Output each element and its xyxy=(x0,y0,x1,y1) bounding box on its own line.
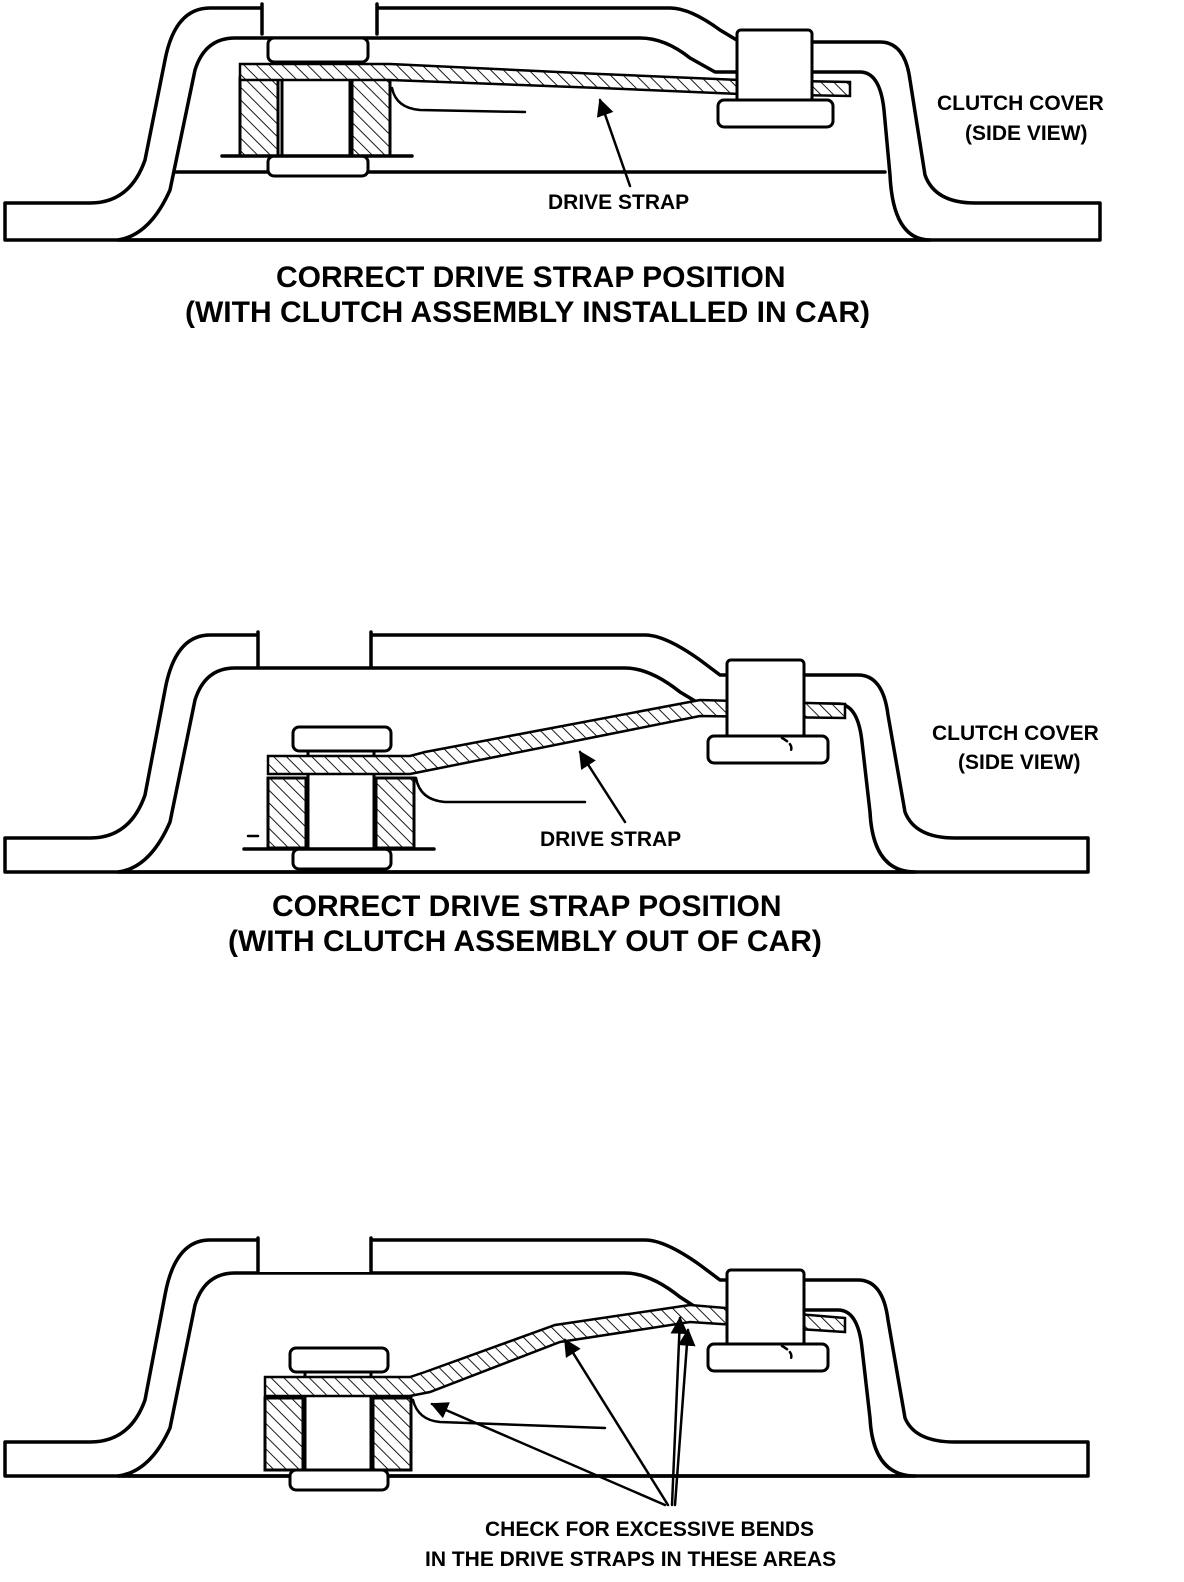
check-label-line1: CHECK FOR EXCESSIVE BENDS xyxy=(485,1518,814,1541)
strap-label: DRIVE STRAP xyxy=(540,828,681,851)
check-leaders xyxy=(430,1316,696,1507)
cover-label-line2: (SIDE VIEW) xyxy=(965,122,1088,145)
cover-label-line1: CLUTCH COVER xyxy=(932,722,1099,745)
cover-label-line1: CLUTCH COVER xyxy=(937,92,1104,115)
panel-out-of-car: DRIVE STRAP CLUTCH COVER (SIDE VIEW) COR… xyxy=(3,630,1099,958)
strap-label: DRIVE STRAP xyxy=(548,191,689,214)
caption-line2: (WITH CLUTCH ASSEMBLY INSTALLED IN CAR) xyxy=(185,296,870,329)
strap-leader xyxy=(578,750,627,824)
caption-line1: CORRECT DRIVE STRAP POSITION xyxy=(276,261,786,294)
strap-leader xyxy=(596,98,632,188)
drive-strap xyxy=(238,62,852,114)
panel-check-bends: CHECK FOR EXCESSIVE BENDS IN THE DRIVE S… xyxy=(3,1236,1090,1571)
rivet-left xyxy=(263,1346,413,1492)
rivet-right xyxy=(706,1268,830,1373)
clutch-cover-shape xyxy=(3,630,1090,874)
clutch-cover-shape xyxy=(3,2,1102,242)
rivet-right xyxy=(706,658,830,765)
clutch-cover-shape xyxy=(3,1236,1090,1478)
caption-line1: CORRECT DRIVE STRAP POSITION xyxy=(272,890,782,923)
caption-line2: (WITH CLUTCH ASSEMBLY OUT OF CAR) xyxy=(228,925,822,958)
rivet-left xyxy=(220,36,414,178)
rivet-left xyxy=(242,725,436,871)
rivet-right xyxy=(716,28,835,129)
check-label-line2: IN THE DRIVE STRAPS IN THESE AREAS xyxy=(425,1548,836,1571)
cover-label-line2: (SIDE VIEW) xyxy=(958,751,1081,774)
panel-installed: DRIVE STRAP CLUTCH COVER (SIDE VIEW) COR… xyxy=(3,2,1104,329)
drive-strap xyxy=(266,698,847,804)
